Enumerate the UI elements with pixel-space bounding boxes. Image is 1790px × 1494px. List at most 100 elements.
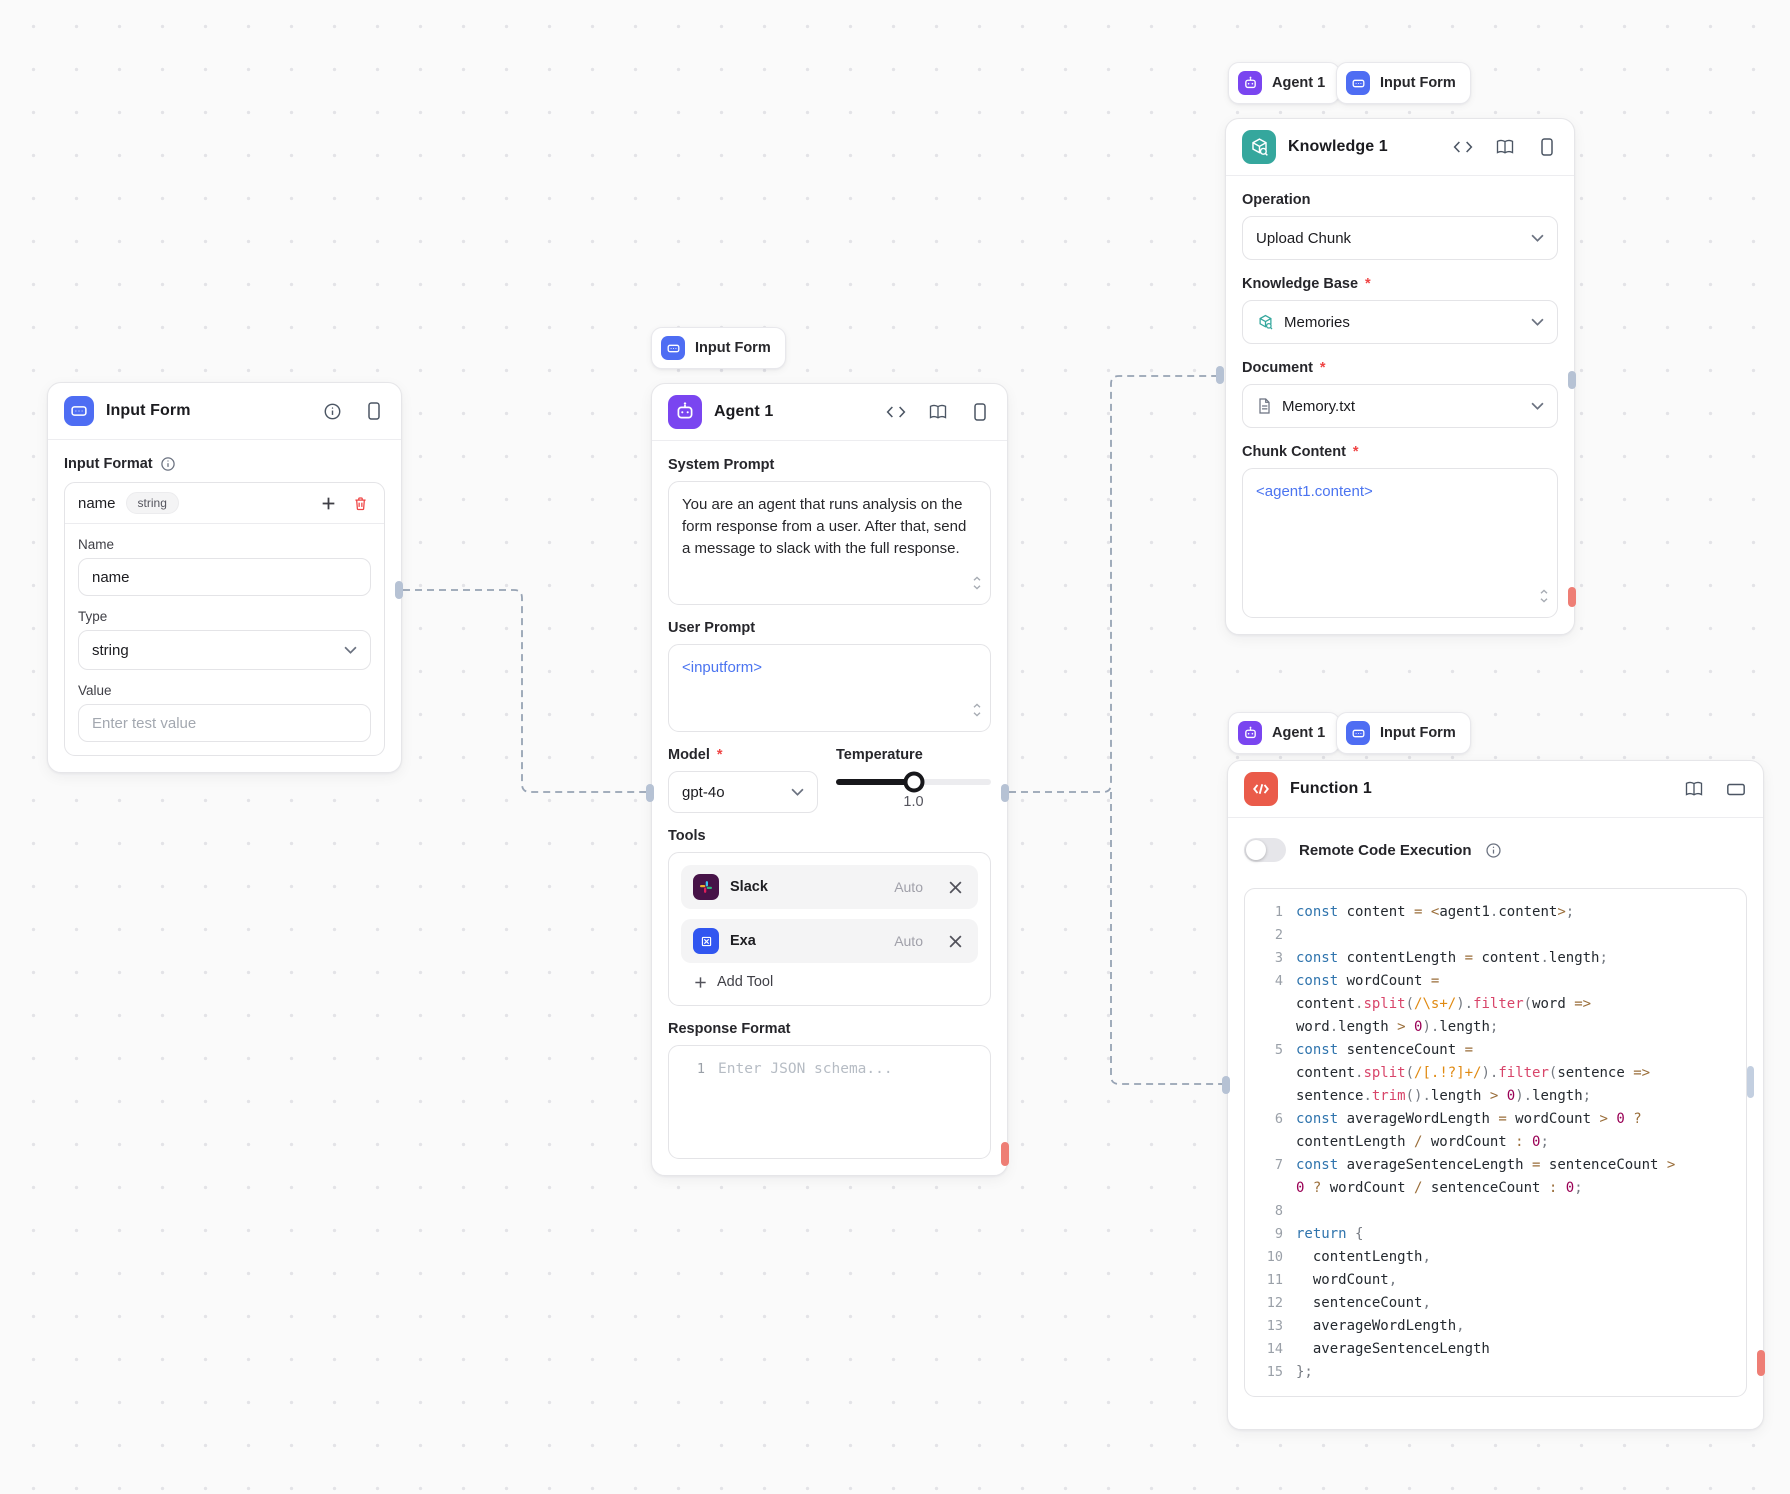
tool-row-slack[interactable]: Slack Auto (681, 865, 978, 909)
edge-agent-to-function[interactable] (1110, 792, 1222, 1085)
phone-icon[interactable] (1536, 136, 1558, 158)
node-ref-tag-input-form[interactable]: Input Form (651, 327, 786, 369)
robot-icon (1238, 71, 1262, 95)
book-icon[interactable] (1494, 136, 1516, 158)
input-port-knowledge[interactable] (1216, 366, 1224, 384)
node-ref-tag-agent[interactable]: Agent 1 (1228, 712, 1341, 754)
tool-name: Slack (730, 879, 768, 895)
value-input[interactable] (78, 704, 371, 742)
remove-tool-icon[interactable] (944, 876, 966, 898)
function-icon (1244, 772, 1278, 806)
temperature-slider-knob[interactable] (903, 771, 924, 793)
input-form-icon (1346, 721, 1370, 745)
node-title: Agent 1 (714, 403, 774, 420)
output-port-knowledge[interactable] (1568, 371, 1576, 389)
temperature-slider[interactable] (836, 771, 991, 793)
remote-code-execution-label: Remote Code Execution (1299, 841, 1472, 859)
tools-list: Slack Auto Exa Auto (668, 852, 991, 1006)
tool-mode[interactable]: Auto (894, 879, 923, 895)
operation-select[interactable]: Upload Chunk (1242, 216, 1558, 260)
remove-tool-icon[interactable] (944, 930, 966, 952)
output-port-agent[interactable] (1001, 784, 1009, 802)
agent-node[interactable]: Agent 1 System Prompt You are an agent t… (651, 383, 1008, 1176)
edge-inputform-to-agent[interactable] (403, 589, 646, 793)
input-form-icon (64, 396, 94, 426)
chunk-content-textarea[interactable]: <agent1.content> (1242, 468, 1558, 618)
remote-code-execution-toggle[interactable] (1244, 838, 1286, 862)
tag-label: Input Form (1380, 75, 1456, 91)
robot-icon (1238, 721, 1262, 745)
chevron-down-icon (1531, 234, 1544, 242)
tool-name: Exa (730, 933, 756, 949)
system-prompt-label: System Prompt (668, 457, 775, 473)
phone-icon[interactable] (363, 400, 385, 422)
tools-label: Tools (668, 828, 706, 844)
book-icon[interactable] (927, 401, 949, 423)
knowledge-icon (1242, 130, 1276, 164)
document-icon (1259, 398, 1270, 414)
add-tool-button[interactable]: Add Tool (681, 963, 978, 993)
edge-agent-to-knowledge[interactable] (1009, 375, 1216, 793)
line-number: 1 (696, 1061, 705, 1077)
chevron-down-icon (344, 646, 357, 654)
info-icon[interactable] (1485, 842, 1502, 859)
output-port-input-form[interactable] (395, 581, 403, 599)
error-port-knowledge[interactable] (1568, 587, 1576, 607)
delete-field-button[interactable] (349, 492, 371, 514)
info-icon[interactable] (321, 400, 343, 422)
temperature-value: 1.0 (903, 794, 924, 810)
input-form-icon (661, 336, 685, 360)
error-port-function[interactable] (1757, 1350, 1765, 1376)
chevron-down-icon (1531, 402, 1544, 410)
chevron-down-icon (1531, 318, 1544, 326)
node-title: Input Form (106, 402, 191, 419)
expand-panel-icon[interactable] (1725, 778, 1747, 800)
knowledge-node[interactable]: Knowledge 1 Operation Upload Chunk Knowl… (1225, 118, 1575, 635)
resize-handle-icon[interactable] (972, 702, 982, 724)
phone-icon[interactable] (969, 401, 991, 423)
tool-row-exa[interactable]: Exa Auto (681, 919, 978, 963)
name-input[interactable] (78, 558, 371, 596)
scrollbar-thumb[interactable] (1747, 1066, 1754, 1098)
tag-label: Input Form (1380, 725, 1456, 741)
field-type-chip: string (125, 492, 179, 514)
node-ref-tag-input-form[interactable]: Input Form (1336, 62, 1471, 104)
tag-label: Input Form (695, 340, 771, 356)
type-select[interactable]: string (78, 630, 371, 670)
resize-handle-icon[interactable] (1539, 588, 1549, 610)
document-select[interactable]: Memory.txt (1242, 384, 1558, 428)
slack-icon (693, 874, 719, 900)
knowledge-base-icon (1259, 314, 1273, 329)
knowledge-base-select[interactable]: Memories (1242, 300, 1558, 344)
input-port-agent[interactable] (646, 784, 654, 802)
field-name: name (78, 494, 116, 512)
code-icon[interactable] (1452, 136, 1474, 158)
knowledge-base-label: Knowledge Base (1242, 276, 1558, 292)
tag-label: Agent 1 (1272, 725, 1326, 741)
model-label: Model (668, 747, 818, 763)
error-port-agent[interactable] (1001, 1142, 1009, 1166)
code-icon[interactable] (885, 401, 907, 423)
temperature-label: Temperature (836, 747, 923, 763)
tool-mode[interactable]: Auto (894, 933, 923, 949)
node-ref-tag-input-form[interactable]: Input Form (1336, 712, 1471, 754)
chevron-down-icon (791, 788, 804, 796)
system-prompt-textarea[interactable]: You are an agent that runs analysis on t… (668, 481, 991, 605)
info-icon[interactable] (160, 456, 176, 472)
response-format-editor[interactable]: 1 Enter JSON schema... (668, 1045, 991, 1159)
add-field-button[interactable] (317, 492, 339, 514)
response-format-placeholder: Enter JSON schema... (718, 1061, 893, 1077)
user-prompt-label: User Prompt (668, 620, 756, 636)
node-ref-tag-agent[interactable]: Agent 1 (1228, 62, 1341, 104)
resize-handle-icon[interactable] (972, 575, 982, 597)
book-icon[interactable] (1683, 778, 1705, 800)
user-prompt-textarea[interactable]: <inputform> (668, 644, 991, 732)
input-port-function[interactable] (1222, 1076, 1230, 1094)
model-select[interactable]: gpt-4o (668, 771, 818, 813)
input-form-node[interactable]: Input Form Input Format name string (47, 382, 402, 773)
